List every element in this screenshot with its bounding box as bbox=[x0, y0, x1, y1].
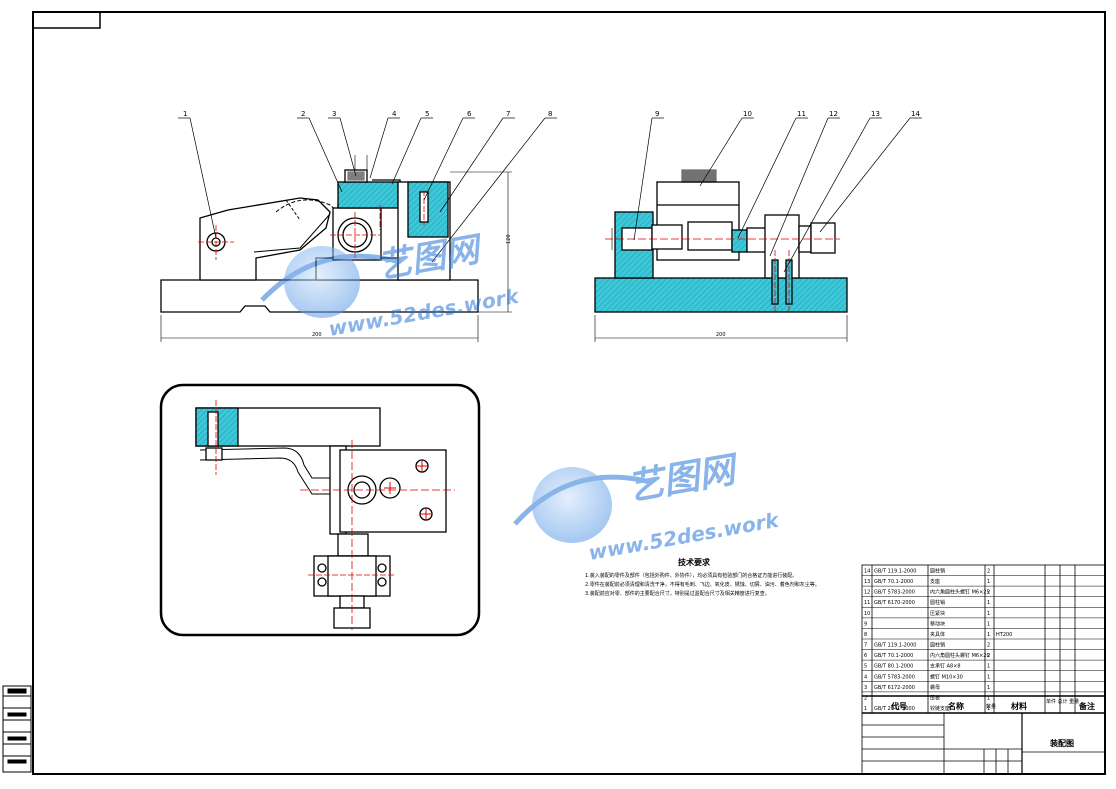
balloon-9: 9 bbox=[655, 110, 659, 118]
bom-cell-no: 10 bbox=[864, 611, 870, 617]
outer-frame bbox=[32, 11, 1106, 775]
watermark-brand-1: 艺图网 bbox=[375, 229, 487, 287]
bom-cell-code: GB/T 119.1-2000 bbox=[874, 643, 916, 649]
bom-cell-code: GB/T 70.1-2000 bbox=[874, 579, 913, 585]
balloon-7: 7 bbox=[506, 110, 510, 118]
tech-line-1: 1.装入装配的零件及部件（包括外购件、外协件），均必须具有检验部门的合格证方能进… bbox=[585, 572, 797, 579]
bom-cell-name: 内六角圆柱头螺钉 M6×20 bbox=[930, 652, 990, 659]
bom-cell-no: 7 bbox=[864, 643, 867, 649]
bom-cell-qty: 2 bbox=[987, 590, 990, 596]
bom-cell-qty: 2 bbox=[987, 569, 990, 575]
balloon-1: 1 bbox=[183, 110, 187, 118]
bom-cell-no: 14 bbox=[864, 569, 870, 575]
bom-cell-no: 8 bbox=[864, 632, 867, 638]
bom-cell-no: 11 bbox=[864, 600, 870, 606]
bom-cell-name: 螺钉 M10×30 bbox=[930, 673, 963, 680]
bom-cell-no: 12 bbox=[864, 590, 870, 596]
bom-cell-name: 圆柱销 bbox=[930, 599, 945, 606]
bom-cell-code: GB/T 5783-2000 bbox=[874, 590, 915, 596]
corner-tag bbox=[32, 11, 101, 29]
top-view-holes bbox=[384, 460, 432, 520]
bom-cell-no: 5 bbox=[864, 664, 867, 670]
bom-cell-qty: 1 bbox=[987, 579, 990, 585]
bom-header-material: 材料 bbox=[1011, 701, 1027, 711]
bom-cell-code: GB/T 80.1-2000 bbox=[874, 664, 913, 670]
bom-cell-no: 9 bbox=[864, 621, 867, 627]
left-binding-strip bbox=[2, 685, 32, 773]
tech-requirements-title: 技术要求 bbox=[678, 557, 711, 567]
bom-header-code: 代号 bbox=[890, 701, 907, 711]
bom-cell-name: 移动块 bbox=[930, 620, 945, 627]
bom-cell-code: GB/T 70.1-2000 bbox=[874, 653, 913, 659]
balloon-leaders bbox=[178, 117, 922, 273]
side-view bbox=[594, 169, 848, 342]
bom-cell-qty: 1 bbox=[987, 706, 990, 712]
bom-cell-no: 1 bbox=[864, 706, 867, 712]
drawing-title: 装配图 bbox=[1049, 738, 1074, 748]
bom-cell-material: HT200 bbox=[996, 632, 1012, 638]
balloon-4: 4 bbox=[392, 110, 397, 118]
bom-cell-no: 4 bbox=[864, 674, 867, 680]
bom-cell-no: 3 bbox=[864, 685, 867, 691]
bom-cell-qty: 2 bbox=[987, 643, 990, 649]
bom-cell-qty: 1 bbox=[987, 685, 990, 691]
bom-cell-qty: 1 bbox=[987, 674, 990, 680]
balloon-2: 2 bbox=[301, 110, 305, 118]
bom-cell-qty: 1 bbox=[987, 664, 990, 670]
bom-cell-no: 13 bbox=[864, 579, 870, 585]
bom-cell-code: GB/T 6172-2000 bbox=[874, 685, 915, 691]
balloon-12: 12 bbox=[829, 110, 838, 118]
bom-cell-qty: 1 bbox=[987, 695, 990, 701]
bom-cell-qty: 2 bbox=[987, 653, 990, 659]
bom-cell-qty: 1 bbox=[987, 600, 990, 606]
watermark-2: 艺图网 www.52des.work bbox=[513, 449, 782, 565]
balloon-14: 14 bbox=[911, 110, 920, 118]
balloon-3: 3 bbox=[332, 110, 336, 118]
bom-header-remark: 备注 bbox=[1078, 701, 1095, 711]
bom-cell-qty: 1 bbox=[987, 611, 990, 617]
watermark-url-2: www.52des.work bbox=[587, 508, 782, 565]
balloon-13: 13 bbox=[871, 110, 880, 118]
tech-line-3: 3.装配前应对零、部件的主要配合尺寸，特别是过盈配合尺寸及相关精度进行复查。 bbox=[585, 590, 770, 597]
svg-text:200: 200 bbox=[716, 332, 726, 338]
svg-text:200: 200 bbox=[312, 332, 322, 338]
bom-header-name: 名称 bbox=[948, 701, 964, 711]
balloon-6: 6 bbox=[467, 110, 472, 118]
bom-header-weight: 单件 总计 重量 bbox=[1046, 698, 1079, 705]
bom-cell-code: GB/T 2041-2000 bbox=[874, 706, 915, 712]
bom-cell-code: GB/T 5783-2000 bbox=[874, 674, 915, 680]
tech-line-2: 2.零件在装配前必须清理和清洗干净，不得有毛刺、飞边、氧化皮、锈蚀、切屑、油污、… bbox=[585, 581, 820, 588]
bom-cell-name: 圆柱销 bbox=[930, 568, 945, 575]
bom-cell-qty: 1 bbox=[987, 621, 990, 627]
bom-cell-name: 支座 bbox=[930, 578, 940, 585]
bom-cell-code: GB/T 119.1-2000 bbox=[874, 569, 916, 575]
bom-cell-no: 2 bbox=[864, 695, 867, 701]
balloon-8: 8 bbox=[548, 110, 552, 118]
bom-row-lines bbox=[862, 575, 1105, 693]
bom-cell-name: 铰链支座 bbox=[930, 705, 950, 712]
bom-cell-name: 支承钉 A8×8 bbox=[930, 663, 961, 670]
bom-cell-qty: 1 bbox=[987, 632, 990, 638]
bom-cell-code: GB/T 6170-2000 bbox=[874, 600, 915, 606]
bom-cell-name: 压紧块 bbox=[930, 610, 945, 617]
watermark-brand-2: 艺图网 bbox=[624, 449, 742, 509]
bom-cell-name: 圆柱销 bbox=[930, 642, 945, 649]
bom-cell-name: 压板 bbox=[930, 694, 940, 701]
bom-header-qty: 数量 bbox=[986, 703, 996, 710]
bom-cell-name: 螺母 bbox=[930, 684, 940, 691]
bom-cell-no: 6 bbox=[864, 653, 867, 659]
top-view bbox=[159, 383, 481, 637]
balloon-5: 5 bbox=[425, 110, 429, 118]
balloon-10: 10 bbox=[743, 110, 752, 118]
balloon-11: 11 bbox=[797, 110, 806, 118]
bom-cell-name: 夹具体 bbox=[930, 631, 945, 638]
svg-text:120: 120 bbox=[506, 234, 512, 244]
bom-cell-name: 内六角圆柱头螺钉 M6×25 bbox=[930, 589, 990, 596]
